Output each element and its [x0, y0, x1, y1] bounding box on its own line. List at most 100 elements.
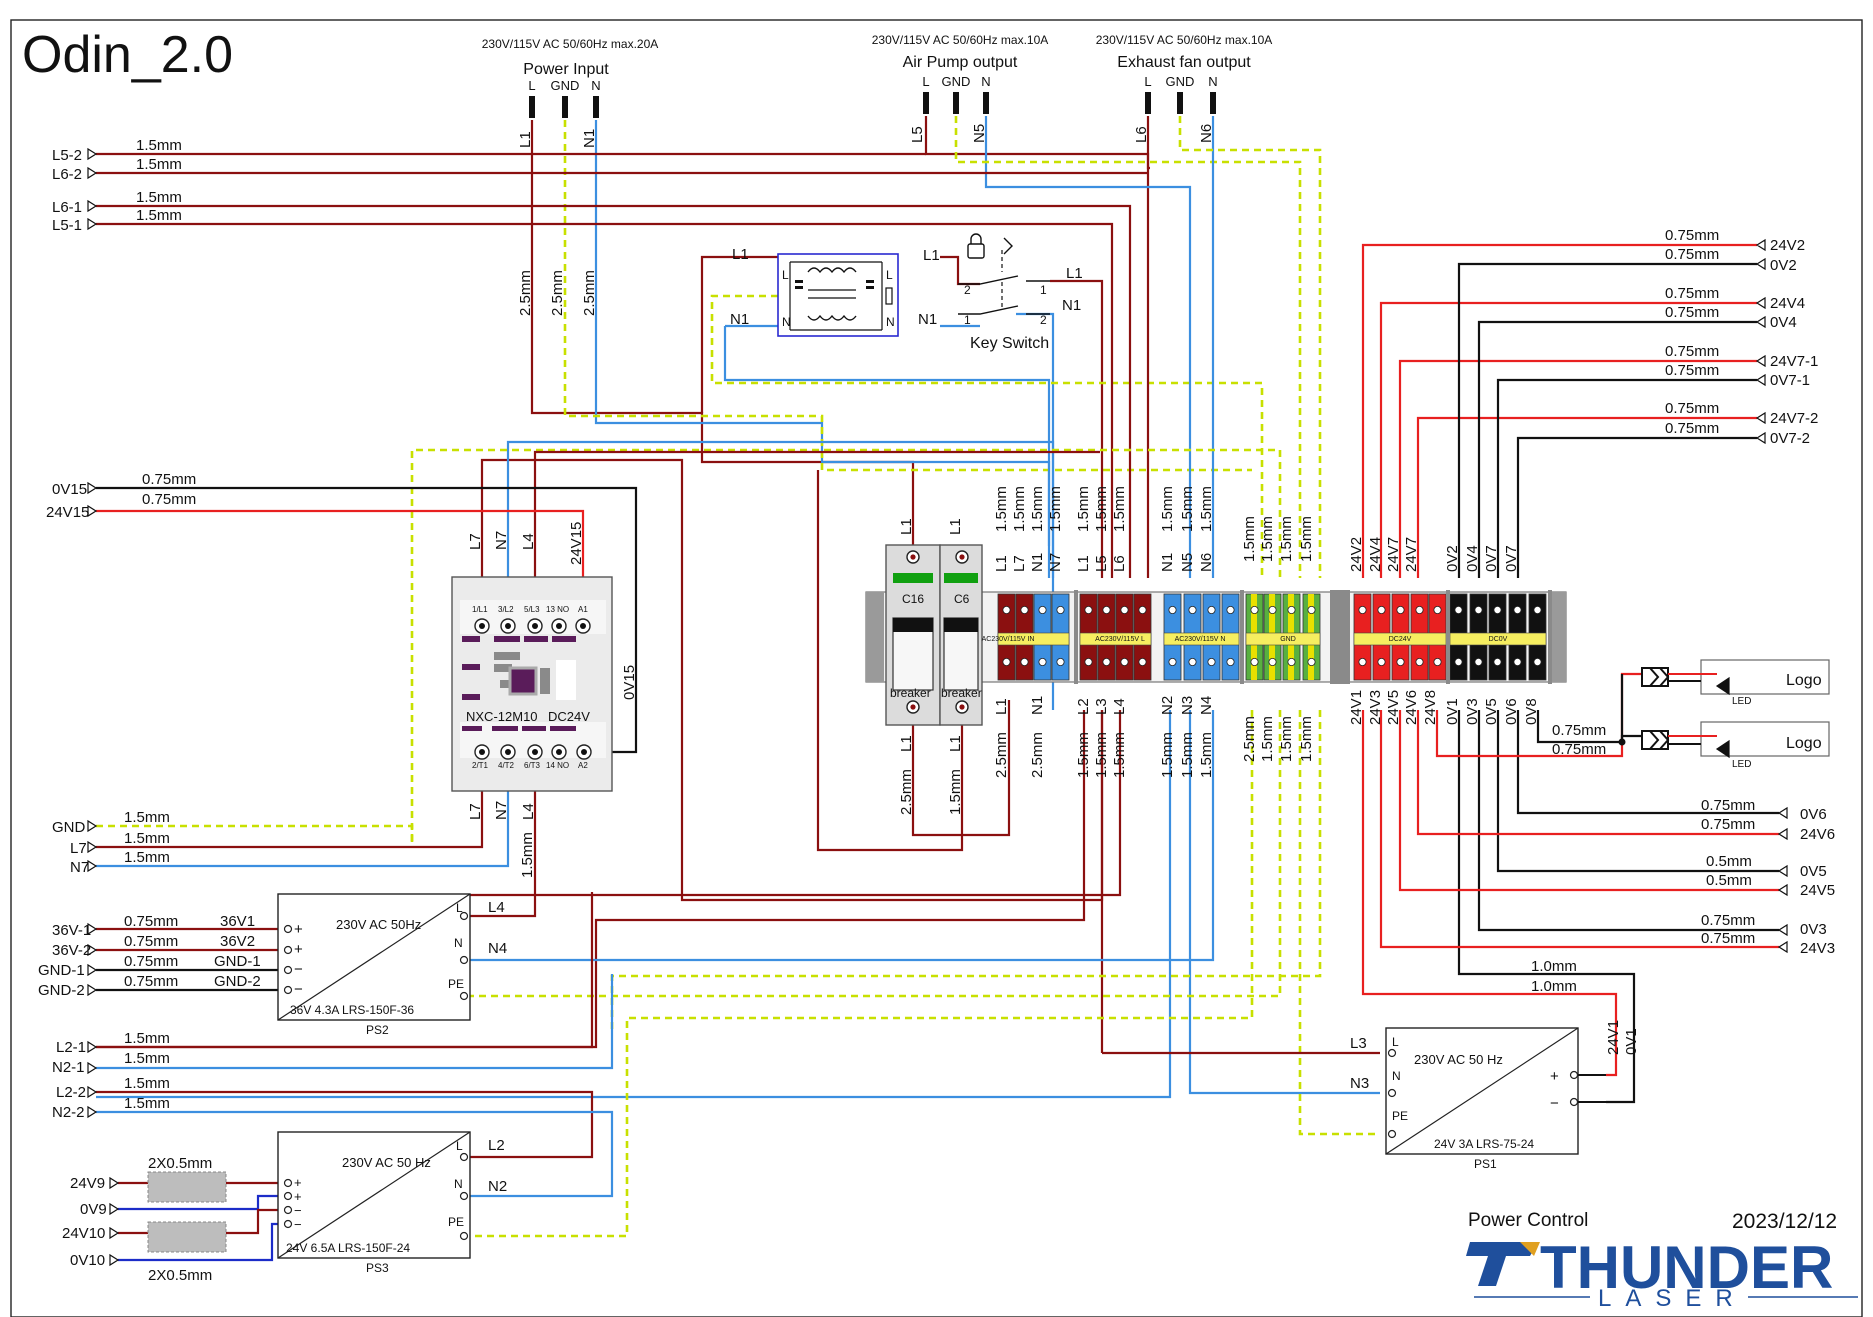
terminal-screw [1493, 606, 1502, 615]
terminal-screw [1038, 606, 1047, 615]
wire-label: 0V1 [1623, 1028, 1640, 1055]
terminal-label: A1 [578, 605, 588, 614]
wire-size: 1.5mm [1093, 486, 1110, 532]
wire-size: 0.75mm [1665, 246, 1719, 263]
wire-size: 1.5mm [124, 830, 170, 847]
end-stop [1446, 590, 1450, 684]
pin-label: L [782, 268, 789, 282]
wire-label: L3 [1093, 698, 1110, 715]
terminal-screw [1226, 658, 1235, 667]
wire-size: 0.75mm [124, 933, 178, 950]
terminal-screw [1513, 658, 1522, 667]
ps1-name: PS1 [1474, 1157, 1497, 1171]
key-switch: 2 1 1 2 L1 N1 Key Switch [958, 233, 1083, 352]
wire-size: 2.5mm [1029, 732, 1046, 778]
pin-label: − [294, 981, 303, 998]
wire-label: L1 [947, 518, 964, 535]
wire-label: L1 [732, 246, 749, 263]
terminal-blocks [997, 590, 1552, 684]
arrow-icon [87, 819, 98, 873]
output-label: 0V15 [52, 481, 87, 498]
pin-label: − [294, 1203, 302, 1218]
wire-label: N6 [1198, 553, 1215, 572]
footer-date: 2023/12/12 [1732, 1210, 1837, 1233]
wire-size: 0.75mm [1665, 227, 1719, 244]
pin-label: GND [942, 74, 971, 89]
pin-n [983, 92, 989, 114]
ps2-spec: 36V 4.3A LRS-150F-36 [290, 1003, 414, 1017]
ps3-feed: L2-1 1.5mm N2-1 1.5mm L2-2 1.5mm N2-2 1.… [52, 1030, 170, 1121]
pin-label: 36V2 [220, 933, 255, 950]
output-label: L7 [70, 840, 87, 857]
wire-label: N3 [1350, 1075, 1369, 1092]
thunder-logo: THUNDER LASER [1466, 1234, 1858, 1312]
block-label-band [997, 632, 1070, 646]
pin-label: N [591, 78, 600, 93]
wire-label: L1 [923, 247, 940, 264]
wire-label: L2 [488, 1137, 505, 1154]
wire-label: 24V5 [1385, 690, 1402, 725]
wire-label: 0V5 [1483, 698, 1500, 725]
wire-label: L1 [517, 131, 534, 148]
output-label: 0V2 [1770, 257, 1797, 274]
lock-icon [967, 243, 985, 259]
key-switch-label: Key Switch [970, 335, 1049, 352]
wire-label: N1 [1029, 553, 1046, 572]
pin-label: PE [1392, 1109, 1408, 1123]
wire-size: 1.5mm [1159, 486, 1176, 532]
wire-label: N1 [730, 311, 749, 328]
terminal-screw [1120, 658, 1129, 667]
cable-sleeve [147, 1171, 227, 1203]
terminal-label: 13 NO [546, 605, 569, 614]
output-label: 0V10 [70, 1252, 105, 1269]
pin-label: N [886, 315, 895, 329]
wire-size: 0.75mm [142, 491, 196, 508]
terminal-screw [1287, 606, 1296, 615]
terminal-screw [1250, 606, 1259, 615]
wire-size: 1.5mm [1179, 486, 1196, 532]
output-label: 24V10 [62, 1225, 105, 1242]
connector-icon [1641, 730, 1670, 750]
end-stop [1074, 590, 1078, 684]
terminal-screw [1307, 606, 1316, 615]
contactor-model: NXC-12M10 [466, 709, 538, 724]
wire-size: 1.5mm [124, 1050, 170, 1067]
pin-l [529, 96, 535, 118]
output-label: GND-2 [38, 982, 85, 999]
breaker-rating: C6 [954, 592, 970, 606]
wire-size: 1.5mm [1111, 486, 1128, 532]
pin-label: + [294, 1175, 302, 1190]
wire-label: N1 [581, 129, 598, 148]
terminal-screw [1396, 658, 1405, 667]
cable-size: 2X0.5mm [148, 1267, 212, 1284]
pin-label: L [886, 268, 893, 282]
diagram-title: Odin_2.0 [22, 26, 233, 84]
ps3-input: 230V AC 50 Hz [342, 1155, 431, 1170]
breaker-rating: C16 [902, 592, 924, 606]
output-label: 36V-1 [52, 922, 91, 939]
terminal-screw [1415, 658, 1424, 667]
breaker-c6: C6 breaker L1 L1 1.5mm [939, 518, 983, 815]
wire-size: 1.0mm [1531, 978, 1577, 995]
arrow-icon [1777, 806, 1788, 954]
wire-size: 1.5mm [519, 832, 536, 878]
end-stop [1240, 590, 1244, 684]
wire-size: 1.5mm [1093, 732, 1110, 778]
terminal-screw [1454, 658, 1463, 667]
block-label: GND [1280, 636, 1296, 643]
block-label: AC230V/115V L [1095, 636, 1145, 643]
terminal-label: 3/L2 [498, 605, 514, 614]
wire-label: N2 [488, 1178, 507, 1195]
wire-size: 1.5mm [1179, 732, 1196, 778]
pin-label: L [1144, 74, 1151, 89]
wire-size: 1.5mm [136, 207, 182, 224]
terminal-screw [1533, 658, 1542, 667]
output-label: 24V15 [46, 504, 89, 521]
wire-size: 2.5mm [517, 270, 534, 316]
wire-label: L1 [1075, 555, 1092, 572]
wire-size: 2.5mm [549, 270, 566, 316]
pin-label: 2 [1040, 313, 1047, 327]
output-label: L6-1 [52, 199, 82, 216]
wire-size: 1.5mm [136, 137, 182, 154]
wire-size: 1.5mm [1259, 516, 1276, 562]
